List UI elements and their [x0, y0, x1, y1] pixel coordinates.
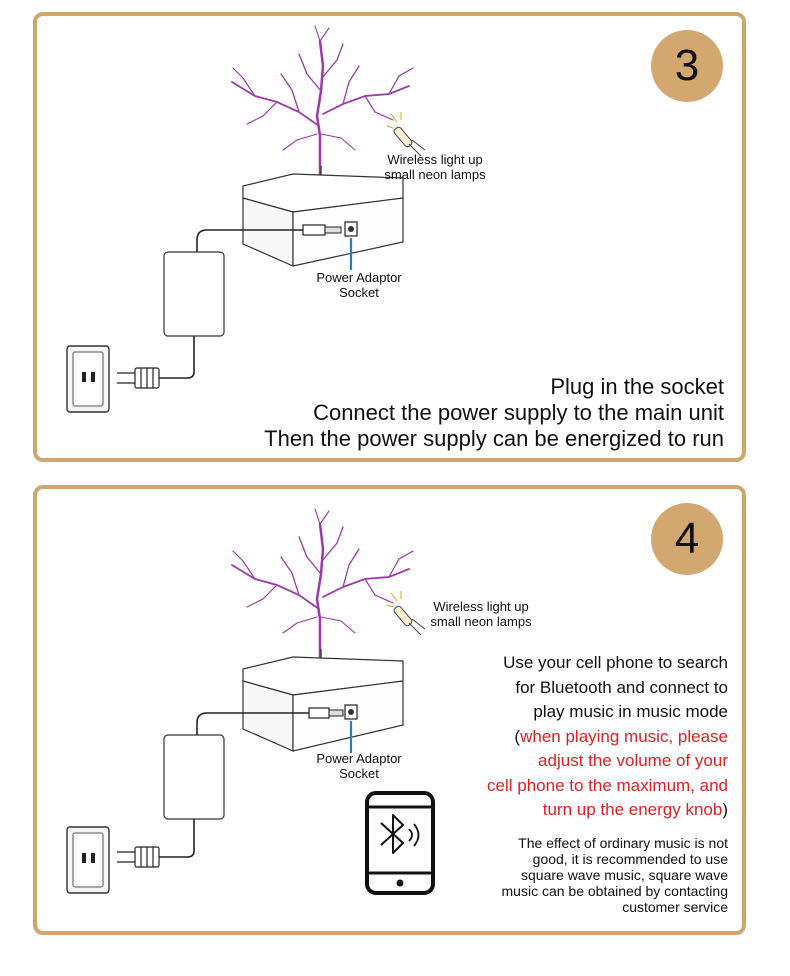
note-line: music can be obtained by contacting [501, 883, 728, 899]
lamp-label-line: Wireless light up [433, 599, 529, 614]
step-number-badge: 4 [651, 503, 723, 575]
power-adaptor-icon [163, 734, 225, 820]
note-line: The effect of ordinary music is not [518, 835, 728, 851]
lamp-label-line: Wireless light up [387, 152, 483, 167]
plasma-arc-icon [231, 508, 414, 661]
note-line: good, it is recommended to use [532, 851, 728, 867]
warning-line: turn up the energy knob) [487, 798, 728, 823]
socket-label-line: Power Adaptor [316, 270, 402, 285]
bluetooth-instructions: Use your cell phone to search for Blueto… [487, 651, 728, 823]
lamp-label: Wireless light up small neon lamps [375, 152, 495, 182]
main-unit-box [242, 173, 404, 267]
neon-lamp-icon [386, 112, 426, 157]
main-unit-box [242, 656, 404, 752]
warning-text: when playing music, please [520, 726, 728, 746]
music-note: The effect of ordinary music is not good… [502, 835, 728, 915]
power-plug-icon [117, 367, 160, 389]
lamp-label-line: small neon lamps [384, 167, 486, 182]
warning-line: (when playing music, please [487, 725, 728, 750]
socket-label: Power Adaptor Socket [309, 270, 409, 300]
paren-open: ( [514, 726, 521, 746]
paren-close: ) [722, 800, 728, 819]
step-4-panel: 4 [33, 485, 746, 935]
instruction-line: Use your cell phone to search [503, 653, 728, 672]
wall-socket-icon [66, 345, 110, 413]
warning-text: turn up the energy knob [542, 800, 723, 819]
setup-illustration [66, 25, 426, 413]
warning-text: adjust the volume of your [538, 751, 728, 770]
instruction-line: play music in music mode [533, 702, 728, 721]
instruction-line: for Bluetooth and connect to [515, 677, 728, 697]
power-adaptor-icon [163, 251, 225, 337]
neon-lamp-icon [386, 591, 426, 636]
lamp-label: Wireless light up small neon lamps [419, 599, 543, 629]
note-line: customer service [622, 899, 728, 915]
lamp-label-line: small neon lamps [430, 614, 532, 629]
plasma-arc-icon [231, 25, 414, 178]
socket-label-line: Socket [339, 766, 379, 781]
power-plug-icon [117, 846, 160, 868]
instruction-line: Then the power supply can be energized t… [264, 426, 724, 451]
setup-illustration [66, 508, 435, 895]
instruction-line: Connect the power supply to the main uni… [313, 400, 724, 425]
wall-socket-icon [66, 826, 110, 894]
socket-label-line: Socket [339, 285, 379, 300]
step-number-badge: 3 [651, 30, 723, 102]
warning-text: cell phone to the maximum, and [487, 775, 728, 795]
socket-label-line: Power Adaptor [316, 751, 402, 766]
instruction-line: Plug in the socket [550, 374, 724, 399]
note-line: square wave music, square wave [521, 867, 728, 883]
step-3-panel: 3 [33, 12, 746, 462]
socket-label: Power Adaptor Socket [309, 751, 409, 781]
step-3-instructions: Plug in the socket Connect the power sup… [264, 374, 724, 452]
bluetooth-phone-icon [365, 791, 435, 895]
